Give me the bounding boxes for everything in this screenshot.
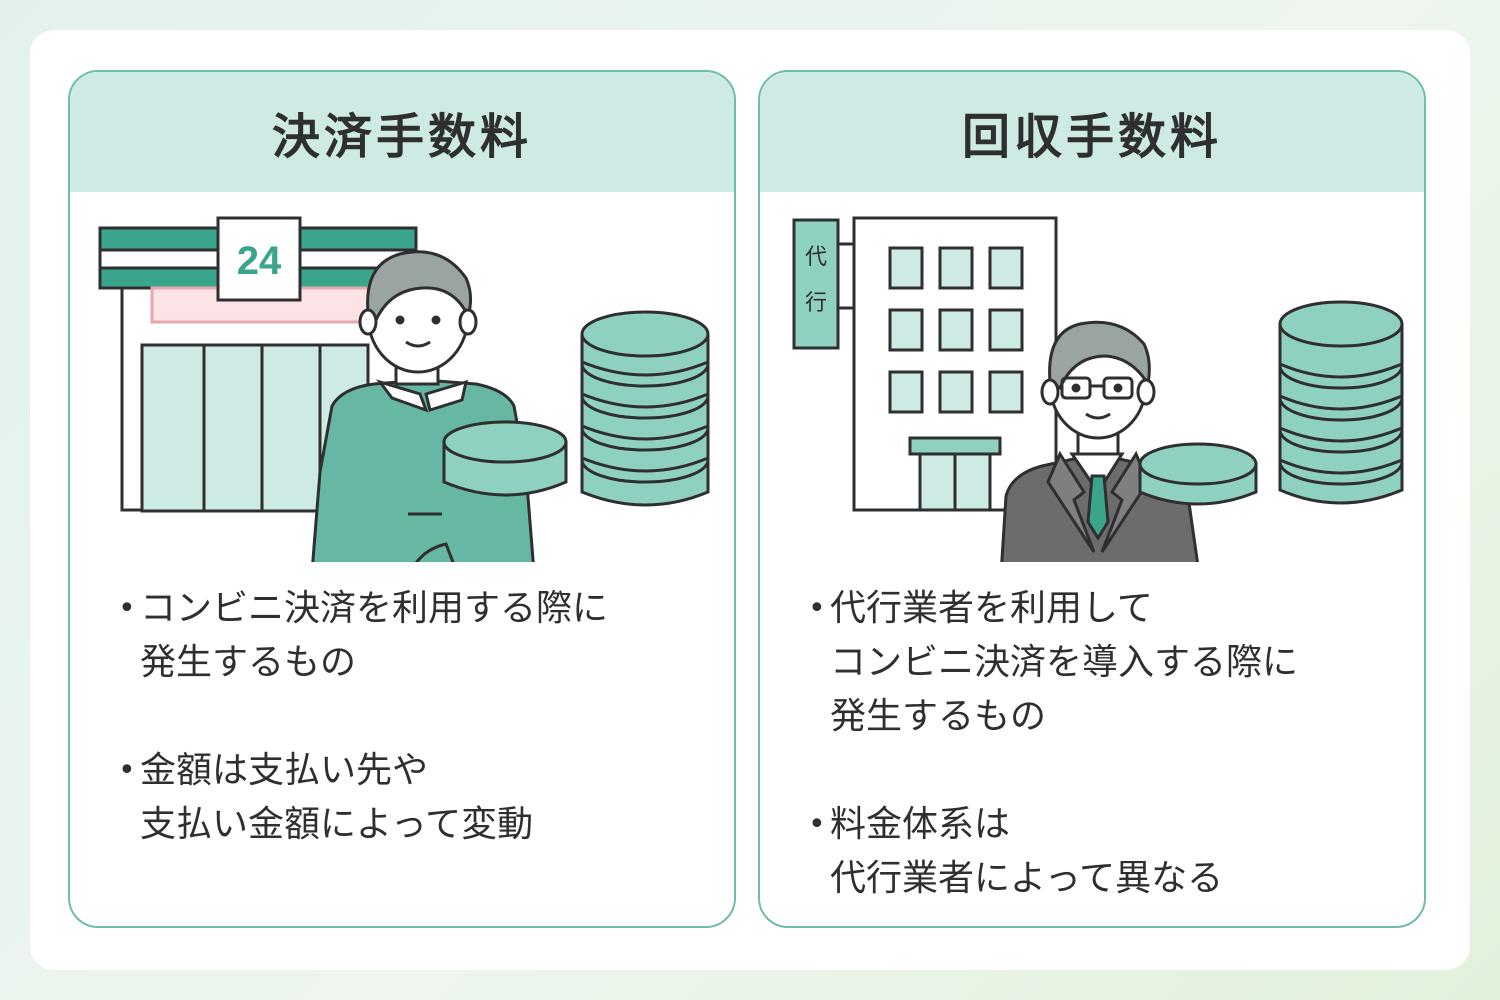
- store-sign-text: 24: [237, 239, 282, 283]
- settlement-fee-card: 決済手数料 24: [68, 70, 736, 928]
- bullet-line: 発生するもの: [830, 696, 1047, 737]
- bullet-item: 代行業者を利用して コンビニ決済を導入する際に 発生するもの: [808, 582, 1398, 744]
- infographic-sheet: 決済手数料 24: [30, 30, 1470, 970]
- coin-stack-icon: [580, 310, 710, 507]
- bullet-line: 支払い金額によって変動: [140, 804, 534, 845]
- store-sign-24: 24: [216, 216, 302, 302]
- bullet-line: 金額は支払い先や: [140, 750, 429, 791]
- coin-icon: [442, 420, 568, 497]
- agency-sign-char: 行: [805, 291, 827, 316]
- bullet-line: 代行業者によって異なる: [830, 858, 1224, 899]
- office-building-icon: [792, 216, 1058, 512]
- card-title: 決済手数料: [271, 109, 532, 165]
- bullet-line: 料金体系は: [830, 804, 1011, 845]
- agency-sign-char: 代: [805, 245, 827, 270]
- bullet-item: コンビニ決済を利用する際に 発生するもの: [118, 582, 708, 690]
- agency-building-illustration: 代 行: [792, 216, 1404, 562]
- collection-fee-card: 回収手数料 代 行: [758, 70, 1426, 928]
- bullet-list: コンビニ決済を利用する際に 発生するもの 金額は支払い先や 支払い金額によって変…: [118, 582, 708, 906]
- bullet-item: 料金体系は 代行業者によって異なる: [808, 798, 1398, 906]
- bullet-line: コンビニ決済を導入する際に: [830, 642, 1299, 683]
- bullet-line: コンビニ決済を利用する際に: [140, 588, 609, 629]
- bullet-item: 金額は支払い先や 支払い金額によって変動: [118, 744, 708, 852]
- bullet-line: 代行業者を利用して: [830, 588, 1153, 629]
- card-title: 回収手数料: [961, 109, 1222, 165]
- bullet-line: 発生するもの: [140, 642, 357, 683]
- coin-stack-icon: [1278, 300, 1404, 505]
- card-header: 回収手数料: [760, 72, 1424, 192]
- card-header: 決済手数料: [70, 72, 734, 192]
- convenience-store-illustration: 24: [98, 216, 710, 562]
- bullet-list: 代行業者を利用して コンビニ決済を導入する際に 発生するもの 料金体系は 代行業…: [808, 582, 1398, 926]
- coin-icon: [1138, 442, 1258, 506]
